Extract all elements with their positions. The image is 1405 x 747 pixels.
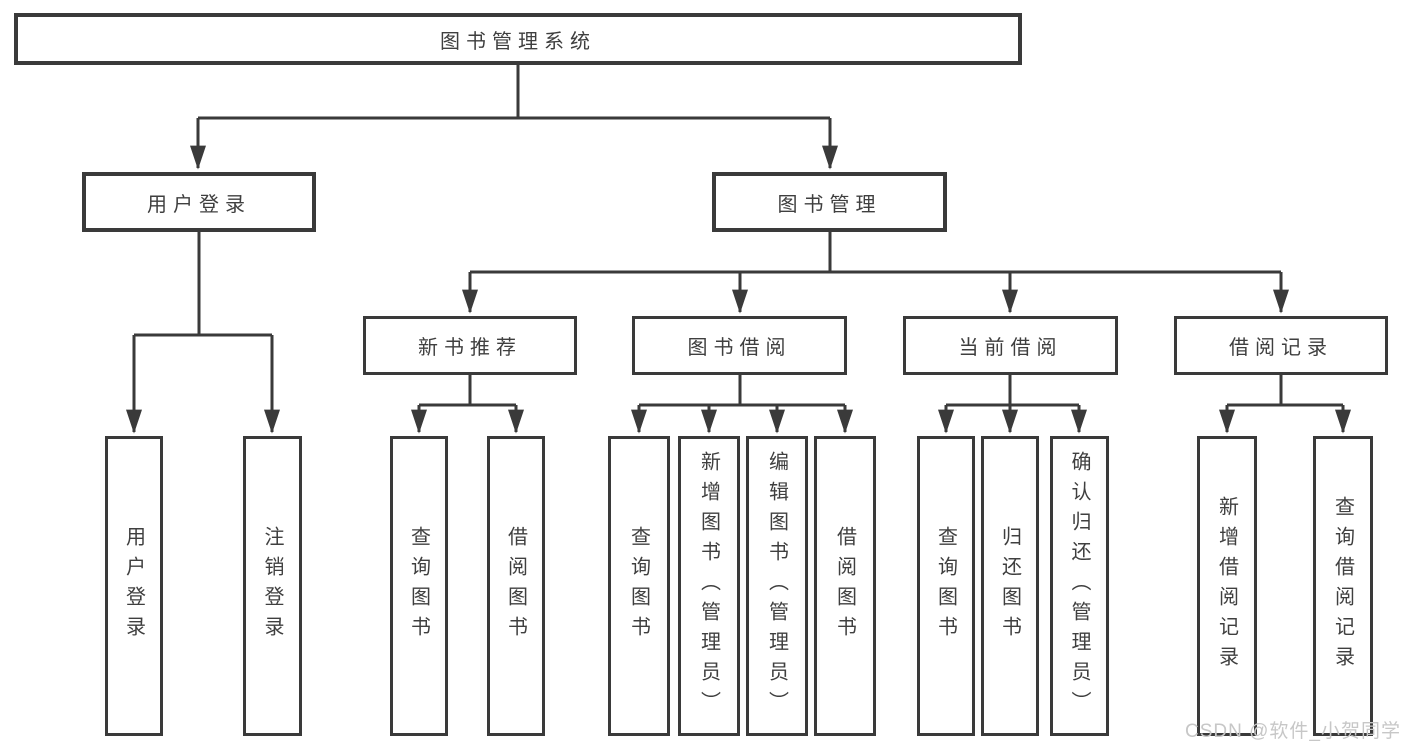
leaf-user-login: 用户登录 <box>105 436 163 736</box>
node-library-management-system: 图书管理系统 <box>14 13 1022 65</box>
leaf-query-books-recommend: 查询图书 <box>390 436 448 736</box>
leaf-edit-book-admin: 编辑图书（管理员） <box>746 436 808 736</box>
leaf-query-borrow-record: 查询借阅记录 <box>1313 436 1373 736</box>
node-book-borrow: 图书借阅 <box>632 316 847 375</box>
leaf-borrow-books-recommend: 借阅图书 <box>487 436 545 736</box>
leaf-logout: 注销登录 <box>243 436 302 736</box>
node-borrow-records: 借阅记录 <box>1174 316 1388 375</box>
leaf-add-borrow-record: 新增借阅记录 <box>1197 436 1257 736</box>
node-user-login: 用户登录 <box>82 172 316 232</box>
leaf-query-books-borrow: 查询图书 <box>608 436 670 736</box>
node-book-management: 图书管理 <box>712 172 947 232</box>
node-new-book-recommend: 新书推荐 <box>363 316 577 375</box>
leaf-query-books-current: 查询图书 <box>917 436 975 736</box>
leaf-add-book-admin: 新增图书（管理员） <box>678 436 740 736</box>
node-current-borrow: 当前借阅 <box>903 316 1118 375</box>
leaf-confirm-return-admin: 确认归还（管理员） <box>1050 436 1109 736</box>
leaf-return-books: 归还图书 <box>981 436 1039 736</box>
watermark: CSDN @软件_小贺同学 <box>1185 721 1401 742</box>
leaf-borrow-books: 借阅图书 <box>814 436 876 736</box>
